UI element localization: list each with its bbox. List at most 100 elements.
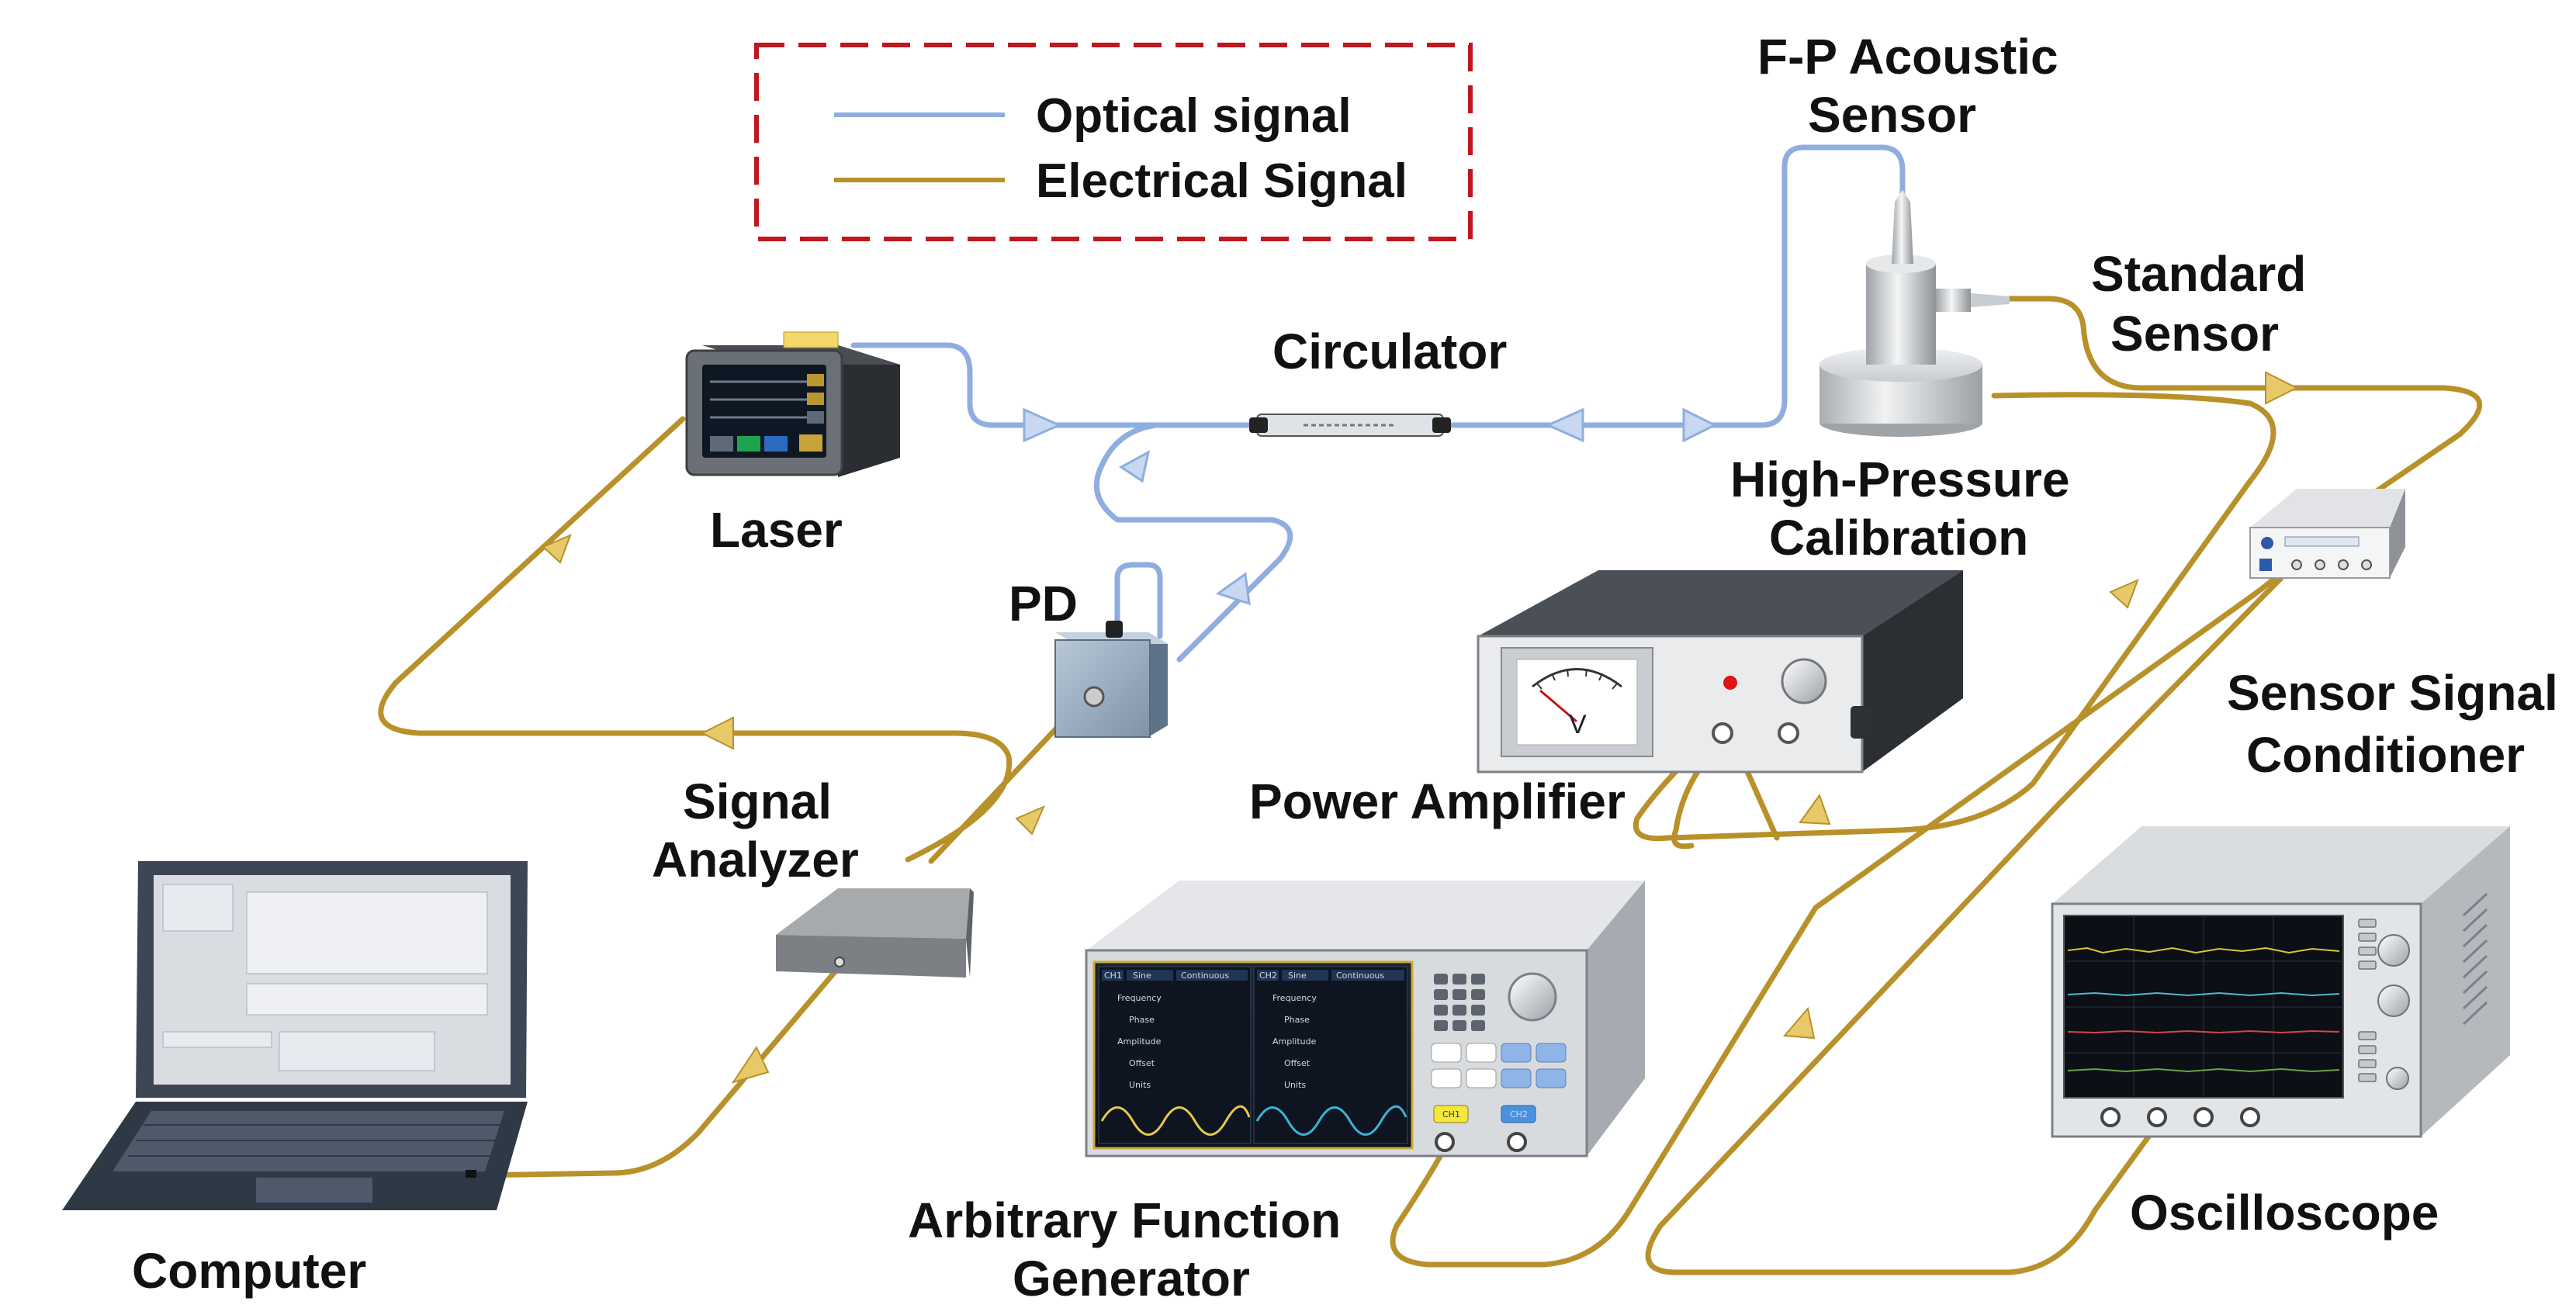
afg-ch2-button[interactable] [1501, 1105, 1536, 1123]
label-signal-analyzer-2: Analyzer [652, 832, 859, 888]
afg-ch1-button[interactable] [1433, 1105, 1469, 1123]
osc-side-buttons[interactable] [2358, 919, 2377, 1082]
laptop-window-chart [246, 983, 488, 1016]
pa-meter-unit: V [1569, 710, 1587, 739]
afg-ch2-wave-trace [1255, 1105, 1407, 1136]
afg-ch1-wave-trace [1100, 1105, 1251, 1136]
afg-ch1-wave: Sine [1133, 971, 1151, 981]
pa-input-jack[interactable] [1712, 722, 1733, 744]
arrow-ele-7 [2265, 371, 2299, 405]
cond-side [2390, 489, 2405, 578]
cond-logo [2261, 537, 2273, 549]
label-signal-analyzer-1: Signal [683, 773, 832, 829]
osc-trace-ch4 [2067, 1068, 2340, 1073]
laptop-window-chart [246, 891, 488, 974]
legend-border [754, 43, 1473, 241]
afg-dial[interactable] [1508, 972, 1557, 1022]
label-high-pressure-2: Calibration [1769, 510, 2028, 566]
pa-side [1862, 570, 1963, 772]
osc-vents [2462, 892, 2488, 1026]
afg-ch1-mode: Continuous [1181, 971, 1229, 981]
laptop-port [466, 1170, 476, 1178]
osc-input-2[interactable] [2147, 1107, 2167, 1127]
osc-side [2421, 826, 2510, 1137]
arrow-ele-1 [731, 1045, 770, 1084]
arrow-opt-4 [1119, 450, 1151, 483]
label-oscilloscope: Oscilloscope [2130, 1185, 2439, 1241]
afg-keypad[interactable] [1434, 974, 1485, 1031]
pa-output-jack[interactable] [1778, 722, 1799, 744]
oscilloscope [2051, 826, 2510, 1138]
laser-top-connector [783, 331, 839, 348]
label-circulator: Circulator [1272, 324, 1507, 379]
laser-key [764, 436, 788, 452]
wire-analyzer-laser [378, 416, 1013, 863]
wire-pa-hp [1633, 392, 2277, 842]
analyzer-front [776, 935, 966, 978]
label-standard-sensor-2: Sensor [2110, 306, 2279, 362]
afg-ch2-tab: CH2 [1259, 971, 1277, 981]
arrow-opt-2 [1545, 407, 1584, 443]
circulator-left-cap [1249, 417, 1268, 433]
afg-ch1-row-1: Phase [1129, 1015, 1155, 1025]
pa-meter-ticks [1536, 668, 1619, 690]
cond-knob [2338, 559, 2349, 570]
laser-key [799, 434, 822, 452]
afg-ch1-row-0: Frequency [1117, 993, 1162, 1003]
pa-power-switch[interactable] [1851, 706, 1871, 739]
pd-connector [1106, 621, 1123, 638]
afg-ch2-panel: CH2 Sine Continuous Frequency Phase Ampl… [1253, 966, 1408, 1144]
osc-input-4[interactable] [2240, 1107, 2260, 1127]
osc-knob-1[interactable] [2377, 934, 2410, 967]
laser [685, 331, 900, 477]
wire-conditioner-osc [1645, 575, 2284, 1275]
osc-knob-2[interactable] [2377, 985, 2410, 1017]
hp-side-port [1936, 289, 1971, 312]
afg-ch1-panel: CH1 Sine Continuous Frequency Phase Ampl… [1098, 966, 1252, 1144]
arrow-ele-2 [1015, 805, 1045, 836]
laser-side [838, 345, 900, 477]
fiber-circulator-fp [1440, 144, 1906, 428]
laptop-panel [279, 1031, 435, 1071]
wire-std-conditioner [2006, 296, 2483, 496]
osc-input-3[interactable] [2193, 1107, 2214, 1127]
arrow-ele-3 [700, 716, 734, 750]
fiber-pd-loop [1114, 562, 1163, 639]
photodetector [1054, 621, 1168, 738]
osc-trace-ch1 [2067, 946, 2340, 954]
pa-gain-knob[interactable] [1781, 658, 1827, 704]
high-pressure-calibrator [1819, 190, 2010, 437]
cond-knob [2361, 559, 2372, 570]
laser-key [807, 393, 824, 405]
analyzer-side [966, 888, 974, 978]
cond-knob [2291, 559, 2302, 570]
osc-grid [2064, 915, 2343, 1098]
osc-trace-ch2 [2067, 991, 2340, 997]
afg-ch2-output[interactable] [1507, 1132, 1527, 1152]
afg-ch1-output[interactable] [1435, 1132, 1455, 1152]
label-power-amplifier: Power Amplifier [1249, 773, 1626, 829]
signal-analyzer [776, 888, 974, 978]
optical-arrows [1023, 407, 1718, 606]
afg-ch1-row-3: Offset [1129, 1058, 1155, 1068]
power-amplifier: V [1477, 570, 1963, 773]
arrow-ele-4 [542, 534, 572, 564]
standard-sensor-tip [1971, 293, 2010, 307]
label-standard-sensor-1: Standard [2091, 246, 2306, 302]
afg-ch1-row-4: Units [1129, 1080, 1151, 1090]
legend: Optical signal Electrical Signal [754, 43, 1473, 241]
afg-function-keys[interactable] [1431, 1043, 1567, 1088]
label-laser: Laser [710, 502, 843, 558]
label-pd: PD [1009, 576, 1078, 632]
pd-side [1148, 632, 1168, 737]
osc-knob-3[interactable] [2386, 1067, 2409, 1090]
laser-key [710, 436, 733, 452]
afg-ch2-row-1: Phase [1284, 1015, 1310, 1025]
laser-key [807, 374, 824, 386]
osc-input-1[interactable] [2100, 1107, 2121, 1127]
fiber-laser-circulator [850, 342, 1260, 428]
legend-optical-label: Optical signal [1036, 89, 1352, 143]
wire-computer-analyzer [470, 965, 841, 1178]
afg-ch1-row-2: Amplitude [1117, 1036, 1162, 1047]
